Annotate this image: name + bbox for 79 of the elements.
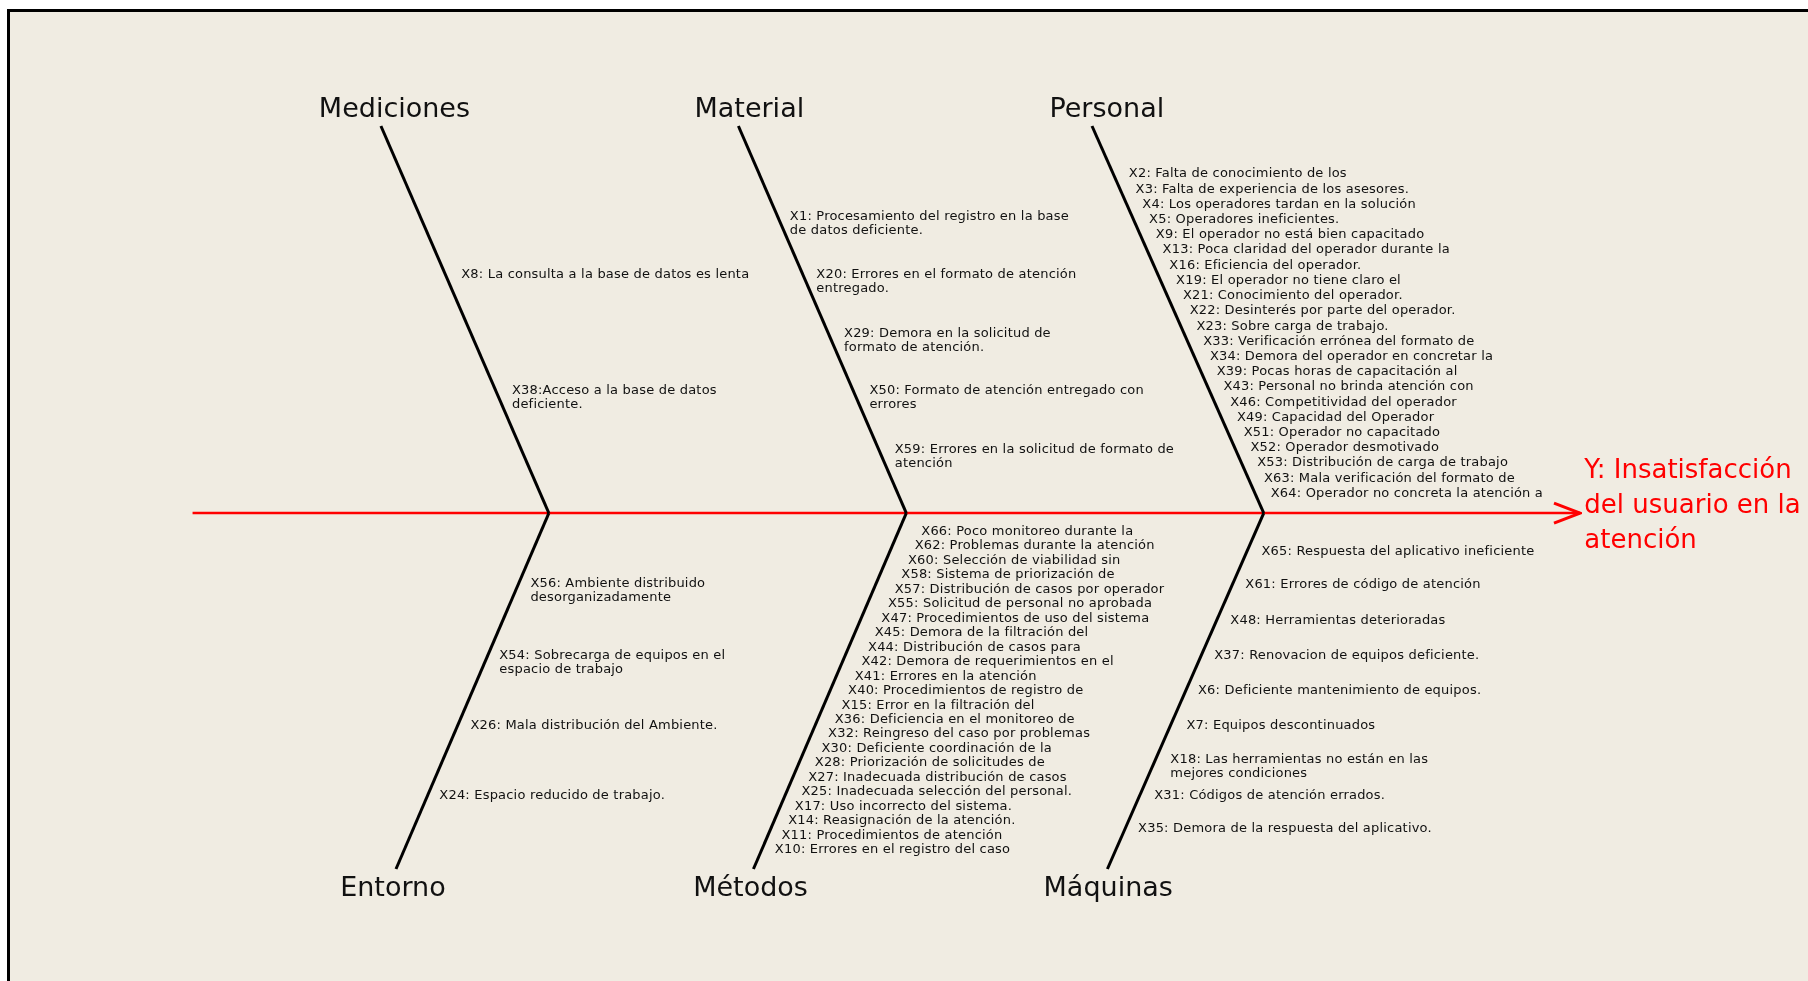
cause-text: X33: Verificación errónea del formato de: [1203, 333, 1475, 348]
cause-text: X20: Errores en el formato de atención entregado.: [816, 266, 1078, 295]
cause-text: X56: Ambiente distribuido desorganizadamente: [530, 575, 707, 604]
cause-text: X46: Competitividad del operador: [1230, 394, 1457, 409]
cause-text: X55: Solicitud de personal no aprobada: [888, 596, 1153, 611]
cause-text: X4: Los operadores tardan en la solución: [1142, 196, 1416, 211]
cause-text: X5: Operadores ineficientes.: [1149, 212, 1340, 227]
cause-text: X61: Errores de código de atención: [1245, 577, 1481, 591]
cause-text: X63: Mala verificación del formato de: [1263, 470, 1515, 485]
cause-text: X26: Mala distribución del Ambiente.: [470, 717, 718, 732]
cause-text: X9: El operador no está bien capacitado: [1155, 227, 1425, 242]
cause-text: X60: Selección de viabilidad sin: [907, 552, 1121, 567]
cause-text: X11: Procedimientos de atención: [781, 827, 1003, 842]
cause-text: X30: Deficiente coordinación de la: [821, 740, 1052, 755]
cause-text: X27: Inadecuada distribución de casos: [808, 769, 1067, 784]
cause-text: X14: Reasignación de la atención.: [788, 813, 1016, 828]
cause-text: X44: Distribución de casos para: [868, 639, 1081, 654]
bone-line: [1090, 125, 1266, 514]
bone-line: [379, 125, 551, 514]
cause-text: X40: Procedimientos de registro de: [848, 683, 1084, 698]
cause-text: X52: Operador desmotivado: [1250, 440, 1440, 455]
cause-text: X42: Demora de requerimientos en el: [861, 654, 1114, 669]
cause-text: X59: Errores en la solicitud de formato de atención: [894, 442, 1176, 470]
cause-text: X2: Falta de conocimiento de los: [1128, 166, 1347, 181]
bone-line: [752, 512, 908, 870]
cause-text: X54: Sobrecarga de equipos en el espacio de trabajo: [499, 648, 727, 677]
category-label: Métodos: [693, 870, 808, 903]
cause-text: X58: Sistema de priorización de: [901, 567, 1115, 582]
cause-text: X17: Uso incorrecto del sistema.: [794, 798, 1012, 813]
bone-line: [394, 512, 551, 870]
cause-text: X25: Inadecuada selección del personal.: [801, 784, 1073, 799]
cause-text: X51: Operador no capacitado: [1243, 424, 1441, 439]
cause-text: X24: Espacio reducido de trabajo.: [439, 788, 666, 802]
cause-text: X45: Demora de la filtración del: [874, 625, 1089, 640]
bone-line: [737, 125, 908, 514]
spine-arrow: [192, 501, 1582, 525]
cause-text: X19: El operador no tiene claro el: [1176, 272, 1401, 287]
cause-text: X35: Demora de la respuesta del aplicativo.: [1138, 821, 1432, 836]
cause-text: X8: La consulta a la base de datos es lenta: [461, 266, 751, 281]
cause-text: X13: Poca claridad del operador durante la: [1162, 242, 1450, 257]
cause-text: X31: Códigos de atención errados.: [1154, 788, 1386, 802]
cause-text: X16: Eficiencia del operador.: [1169, 257, 1362, 272]
cause-text: X1: Procesamiento del registro en la base de datos deficiente.: [789, 209, 1070, 238]
cause-text: X32: Reingreso del caso por problemas: [828, 726, 1091, 741]
cause-text: X34: Demora del operador en concretar la: [1209, 348, 1494, 363]
cause-text: X3: Falta de experiencia de los asesores.: [1135, 181, 1409, 196]
cause-text: X50: Formato de atención entregado con errores: [869, 383, 1145, 412]
cause-text: X48: Herramientas deterioradas: [1230, 612, 1446, 627]
cause-text: X43: Personal no brinda atención con: [1223, 379, 1474, 394]
bone-line: [1106, 512, 1266, 870]
category-label: Material: [694, 92, 805, 125]
category-label: Entorno: [340, 870, 446, 903]
cause-text: X7: Equipos descontinuados: [1186, 717, 1376, 732]
cause-text: X36: Deficiencia en el monitoreo de: [834, 712, 1075, 726]
cause-text: X28: Priorización de solicitudes de: [814, 755, 1045, 770]
cause-text: X39: Pocas horas de capacitación al: [1216, 364, 1458, 379]
cause-text: X18: Las herramientas no están en las mejores condiciones: [1170, 752, 1430, 781]
category-label: Personal: [1049, 92, 1165, 125]
cause-text: X66: Poco monitoreo durante la: [921, 523, 1134, 538]
cause-text: X38:Acceso a la base de datos deficiente.: [511, 383, 718, 412]
category-label: Mediciones: [318, 92, 471, 125]
cause-text: X6: Deficiente mantenimiento de equipos.: [1198, 683, 1482, 698]
cause-text: X21: Conocimiento del operador.: [1182, 288, 1403, 303]
cause-text: X37: Renovacion de equipos deficiente.: [1214, 648, 1480, 663]
cause-text: X57: Distribución de casos por operador: [894, 581, 1165, 596]
cause-text: X10: Errores en el registro del caso: [774, 842, 1011, 857]
cause-text: X47: Procedimientos de uso del sistema: [881, 610, 1150, 625]
cause-text: X64: Operador no concreta la atención a: [1270, 485, 1544, 500]
cause-text: X53: Distribución de carga de trabajo: [1257, 455, 1509, 470]
cause-text: X22: Desinterés por parte del operador.: [1189, 303, 1456, 318]
cause-text: X62: Problemas durante la atención: [914, 538, 1155, 553]
cause-text: X23: Sobre carga de trabajo.: [1196, 318, 1389, 333]
cause-text: X15: Error en la filtración del: [841, 697, 1035, 712]
cause-text: X41: Errores en la atención: [854, 668, 1037, 683]
effect-label: Y: Insatisfacción del usuario en la atención: [1584, 452, 1805, 557]
category-label: Máquinas: [1043, 870, 1173, 903]
cause-text: X29: Demora en la solicitud de formato de atención.: [844, 325, 1052, 354]
cause-text: X49: Capacidad del Operador: [1236, 409, 1435, 424]
cause-text: X65: Respuesta del aplicativo ineficiente: [1261, 543, 1535, 558]
